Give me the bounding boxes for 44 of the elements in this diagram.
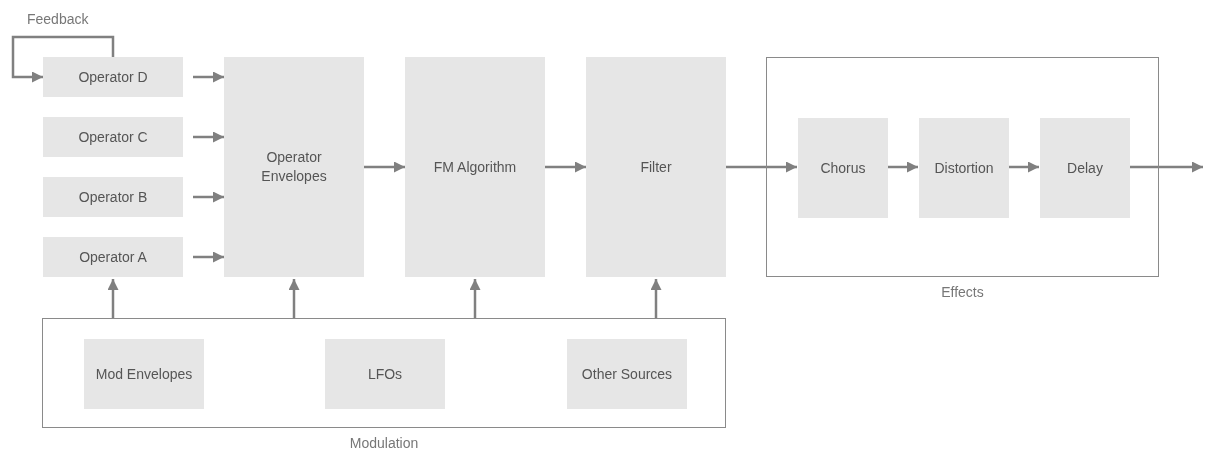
arrow [193,131,224,143]
arrow [887,161,918,173]
arrow [11,35,115,83]
box-label: Delay [1066,158,1104,178]
arrow [1008,161,1039,173]
process-box [798,118,888,218]
box-label: Operator C [77,127,149,147]
edge-label: Feedback [26,11,90,27]
group-label: Modulation [349,435,419,451]
box-label: Operator Envelopes [260,148,328,186]
process-box [224,57,364,277]
arrow [469,279,481,318]
arrow [1129,161,1203,173]
box-label: Operator B [77,187,149,207]
process-box [586,57,726,277]
box-label: Mod Envelopes [94,364,194,384]
box-label: Distortion [933,158,995,178]
arrow [107,279,119,318]
process-box [1040,118,1130,218]
box-label: Other Sources [580,364,674,384]
arrow [193,191,224,203]
arrow [650,279,662,318]
process-box [43,177,183,217]
arrow [726,161,797,173]
arrow [193,71,224,83]
process-box [325,339,445,409]
process-box [43,117,183,157]
process-box [43,237,183,277]
box-label: LFOs [366,364,404,384]
box-label: Filter [639,157,673,177]
process-box [405,57,545,277]
arrow [288,279,300,318]
arrow [545,161,586,173]
box-label: Operator A [78,247,148,267]
process-box [43,57,183,97]
box-label: FM Algorithm [432,157,518,177]
box-label: Chorus [819,158,867,178]
process-box [567,339,687,409]
box-label: Operator D [77,67,149,87]
group-label: Effects [941,284,984,300]
process-box [919,118,1009,218]
arrow [364,161,405,173]
arrow [193,251,224,263]
process-box [84,339,204,409]
